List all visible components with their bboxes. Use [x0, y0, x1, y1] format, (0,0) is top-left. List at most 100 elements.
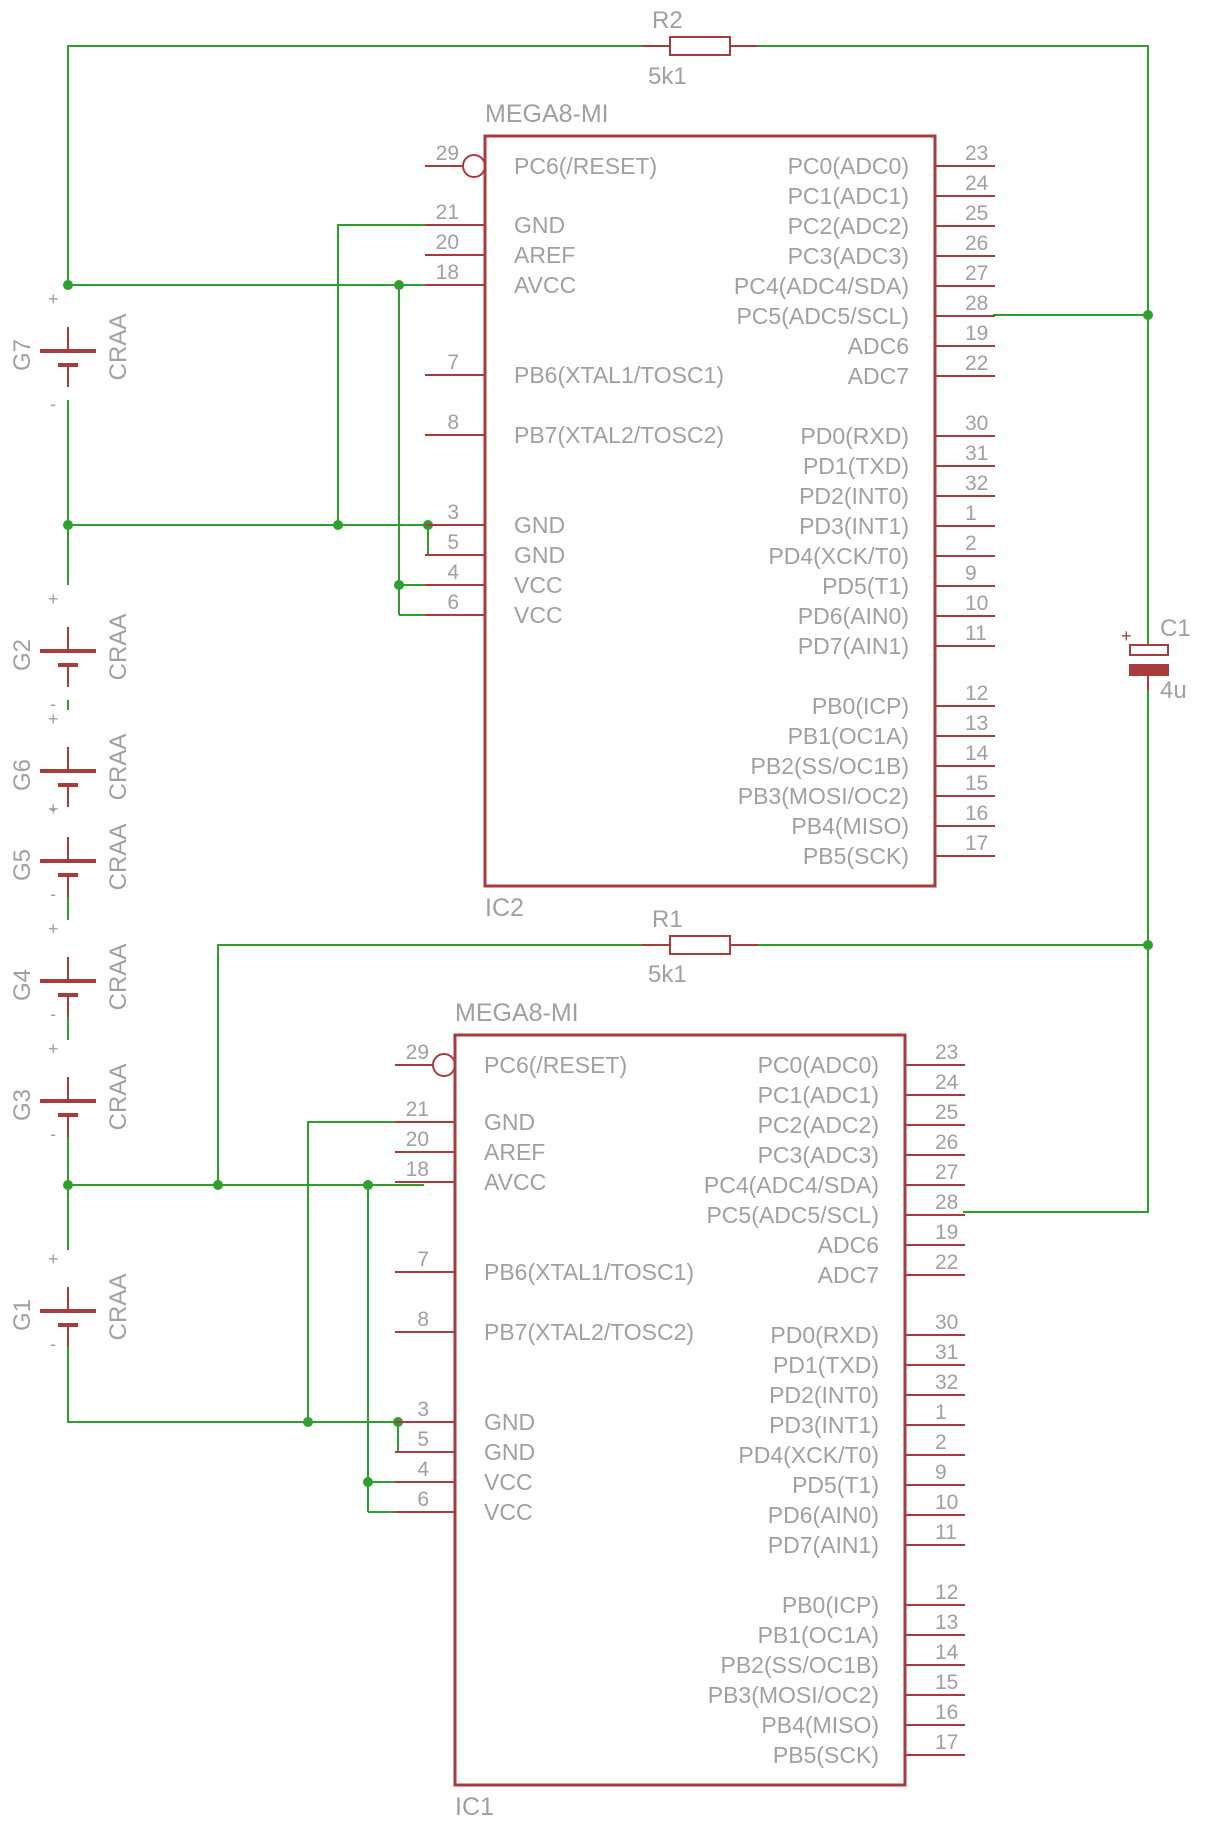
pin-label: PD3(INT1)	[799, 513, 909, 539]
pin-label: PD0(RXD)	[770, 1322, 879, 1348]
junction-dot	[394, 280, 404, 290]
battery-name: G3	[9, 1089, 36, 1121]
pin-number: 31	[965, 442, 988, 465]
chip-name-label: IC1	[455, 1793, 494, 1821]
capacitor-value: 4u	[1160, 677, 1187, 704]
pin-label: VCC	[514, 572, 563, 598]
pin-label: PB4(MISO)	[761, 1712, 879, 1738]
pin-label: PB5(SCK)	[803, 843, 909, 869]
pin-label: PC4(ADC4/SDA)	[704, 1172, 879, 1198]
pin-label: VCC	[514, 602, 563, 628]
pin-number: 9	[965, 562, 977, 585]
pin-32: 32 PD2(INT0)	[769, 1371, 965, 1408]
junction-dot	[63, 520, 73, 530]
battery-plus-sign: +	[48, 1249, 59, 1269]
pin-label: PB4(MISO)	[791, 813, 909, 839]
battery-value: CRAA	[105, 1274, 132, 1341]
pin-label: PD4(XCK/T0)	[738, 1442, 879, 1468]
resistor-r1: R1 5k1	[642, 906, 758, 988]
pin-label: PD2(INT0)	[769, 1382, 879, 1408]
pin-number: 16	[935, 1701, 958, 1724]
battery-name: G7	[9, 339, 36, 371]
pin-label: PC3(ADC3)	[788, 243, 909, 269]
pin-number: 26	[935, 1131, 958, 1154]
battery-minus-sign: -	[50, 394, 56, 414]
junction-dot	[1143, 940, 1153, 950]
pin-5: 5 GND	[395, 1428, 535, 1465]
pin-label: PB3(MOSI/OC2)	[738, 783, 909, 809]
pin-number: 32	[935, 1371, 958, 1394]
junction-dot	[63, 1180, 73, 1190]
pin-number: 20	[406, 1128, 429, 1151]
battery-value: CRAA	[105, 944, 132, 1011]
pin-label: PB6(XTAL1/TOSC1)	[484, 1259, 694, 1285]
junctions	[63, 280, 1153, 1487]
pin-number: 8	[417, 1308, 429, 1331]
chip-part-label: MEGA8-MI	[455, 999, 579, 1027]
wire-r2-left	[67, 45, 690, 285]
pin-label: PD7(AIN1)	[768, 1532, 879, 1558]
pin-number: 1	[965, 502, 977, 525]
pin-label: PB2(SS/OC1B)	[751, 753, 910, 779]
junction-dot	[213, 1180, 223, 1190]
pin-number: 2	[935, 1431, 947, 1454]
battery-minus-sign: -	[50, 1004, 56, 1024]
pin-number: 29	[406, 1041, 429, 1064]
pin-16: 16 PB4(MISO)	[761, 1701, 965, 1738]
pin-number: 23	[935, 1041, 958, 1064]
pin-31: 31 PD1(TXD)	[803, 442, 995, 479]
battery-plus-sign: +	[48, 799, 59, 819]
capacitor-plus-sign: +	[1121, 626, 1132, 646]
capacitor-c1: + C1 4u	[1121, 615, 1191, 704]
pin-label: PD7(AIN1)	[798, 633, 909, 659]
pin-label: PC0(ADC0)	[788, 153, 909, 179]
pin-number: 16	[965, 802, 988, 825]
pin-number: 15	[965, 772, 988, 795]
pin-label: PB0(ICP)	[782, 1592, 879, 1618]
pin-number: 19	[935, 1221, 958, 1244]
junction-dot	[363, 1180, 373, 1190]
pin-number: 5	[417, 1428, 429, 1451]
pin-label: PB0(ICP)	[812, 693, 909, 719]
pin-number: 25	[965, 202, 988, 225]
pin-label: VCC	[484, 1499, 533, 1525]
pin-number: 18	[436, 261, 459, 284]
junction-dot	[303, 1417, 313, 1427]
pin-label: PD1(TXD)	[803, 453, 909, 479]
junction-dot	[1143, 310, 1153, 320]
pin-label: PB3(MOSI/OC2)	[708, 1682, 879, 1708]
pin-label: PD5(T1)	[822, 573, 909, 599]
battery-value: CRAA	[105, 734, 132, 801]
pin-2: 2 PD4(XCK/T0)	[738, 1431, 965, 1468]
pin-label: VCC	[484, 1469, 533, 1495]
pin-number: 13	[935, 1611, 958, 1634]
pin-label: PC5(ADC5/SCL)	[706, 1202, 879, 1228]
pin-28: 28 PC5(ADC5/SCL)	[706, 1191, 965, 1228]
pin-number: 6	[447, 591, 459, 614]
pin-label: GND	[514, 542, 565, 568]
pin-number: 28	[935, 1191, 958, 1214]
pin-label: GND	[484, 1439, 535, 1465]
